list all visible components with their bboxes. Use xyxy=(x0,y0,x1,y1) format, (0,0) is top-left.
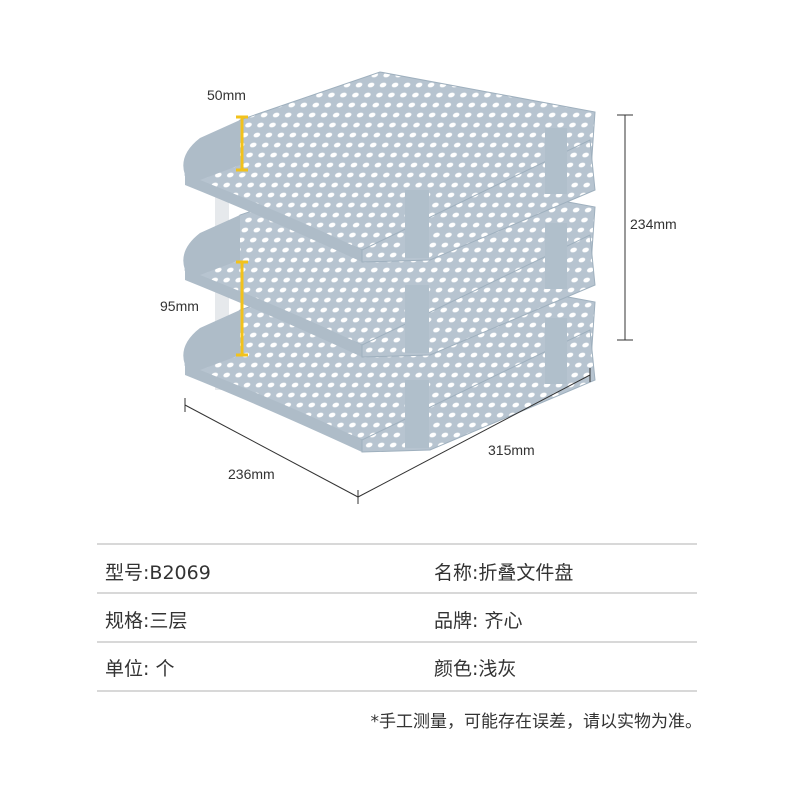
divider xyxy=(97,690,697,692)
spec-brand: 品牌: 齐心 xyxy=(434,610,523,632)
footnote: *手工测量，可能存在误差，请以实物为准。 xyxy=(370,712,703,732)
divider xyxy=(97,592,697,594)
spec-color: 颜色:浅灰 xyxy=(434,658,517,680)
dim-lower-gap: 95mm xyxy=(160,298,199,314)
divider xyxy=(97,641,697,643)
dim-depth: 236mm xyxy=(228,466,275,482)
spec-name: 名称:折叠文件盘 xyxy=(434,562,574,584)
dim-top-gap: 50mm xyxy=(207,87,246,103)
divider xyxy=(97,543,697,545)
spec-size: 规格:三层 xyxy=(105,610,188,632)
tray-illustration xyxy=(183,71,633,504)
tray-tier-1 xyxy=(183,71,596,263)
dim-height: 234mm xyxy=(630,216,677,232)
markers xyxy=(236,115,248,357)
spec-model: 型号:B2069 xyxy=(105,562,211,584)
spec-unit: 单位: 个 xyxy=(105,658,175,680)
dimension-lines xyxy=(184,114,633,504)
dim-width: 315mm xyxy=(488,442,535,458)
